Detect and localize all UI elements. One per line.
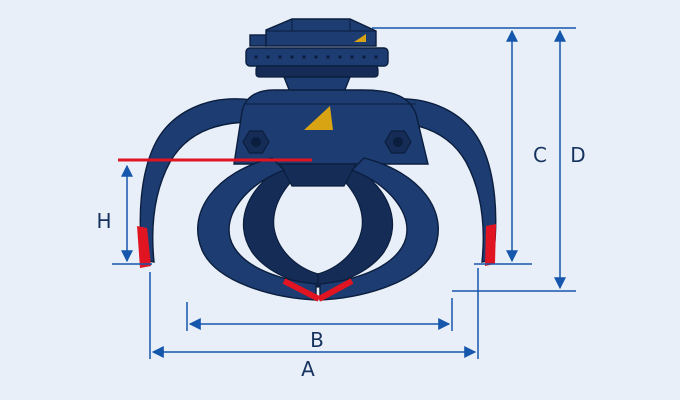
dimension-annotations: C D H B [96,27,586,381]
wear-highlights [118,158,496,302]
center-tip-highlight-right [317,278,354,302]
dimension-B: B [186,298,453,352]
rotator-head [245,18,389,93]
rotator-logo-mark [354,34,366,42]
left-tine-tip-highlight [137,226,151,268]
label-D: D [570,143,585,167]
dimension-H: H [96,164,152,265]
body-bottom-bracket [278,163,358,187]
label-A: A [301,357,315,381]
right-tine-tip-highlight [485,224,496,266]
rotator-left-bracket [249,34,267,47]
dimension-C: C [474,29,547,265]
flange-bolts [254,55,378,59]
right-pivot-nut [384,130,412,154]
label-H: H [96,209,111,233]
label-C: C [533,143,547,167]
label-B: B [310,328,324,352]
dimension-D: D [452,29,586,292]
grapple-illustration [118,18,497,302]
brand-logo-mark [304,106,333,130]
grapple-body [233,89,429,187]
left-pivot-nut [242,130,270,154]
dimension-A: A [149,268,479,381]
center-tip-highlight-left [282,278,321,302]
right-rear-tine [317,161,394,288]
slew-ring-lower [255,65,379,78]
